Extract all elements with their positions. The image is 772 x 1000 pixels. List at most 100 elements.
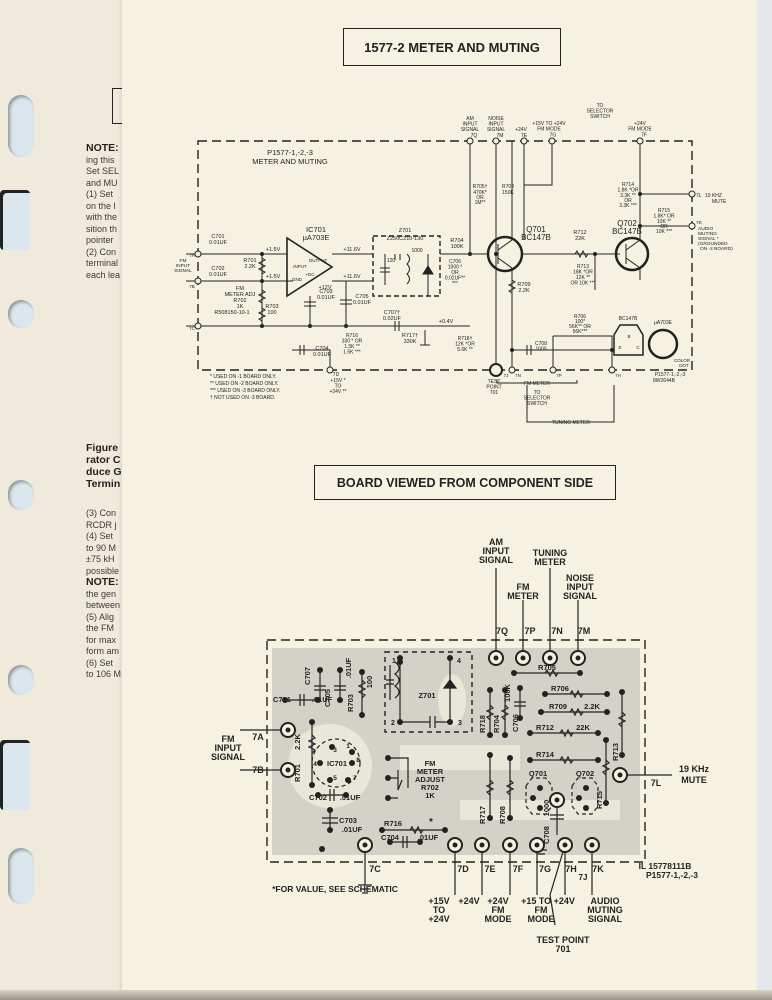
page-bottom-edge — [0, 990, 772, 1000]
ic701-footprint — [311, 738, 361, 788]
board-pin-id: 7G — [539, 864, 551, 874]
part-r717: R717 — [478, 806, 487, 824]
schematic-legend: * USED ON -1 BOARD ONLY. ** USED ON -2 B… — [210, 374, 280, 401]
tuning-meter-label: TUNING METER — [552, 420, 590, 426]
terminal-7A — [194, 250, 202, 258]
terminal-7D — [326, 366, 334, 374]
part-r704: R704 — [492, 714, 501, 733]
ic-pin-label: +DC — [305, 272, 315, 277]
z701-box — [372, 235, 441, 297]
part-r709-value: 2.2K — [584, 702, 600, 711]
ic-pin: 3 — [333, 747, 337, 754]
figure-caption: Figure rator C duce G Termin — [86, 442, 122, 490]
q701-footprint — [525, 777, 553, 815]
part-c704: C704 — [381, 833, 400, 842]
ic-pin: 4 — [313, 761, 317, 768]
ic-pin: 7 — [353, 775, 357, 782]
part-c708: C708 — [542, 826, 551, 844]
part-c702-value: .01UF — [340, 793, 361, 802]
part-c707: C707 — [303, 667, 312, 685]
part-r709: R709 — [549, 702, 567, 711]
part-r704-value: 100K — [503, 683, 512, 702]
part-c705-value: .01UF — [344, 657, 353, 678]
terminal-7K — [688, 222, 696, 230]
part-r713: R713 — [611, 743, 620, 761]
ua703e-pinout — [647, 328, 679, 360]
board-pin-id: 7N — [551, 626, 563, 636]
terminal-7C — [194, 322, 202, 330]
board-pin-id: 7C — [369, 864, 381, 874]
part-r701-value: 2.2K — [293, 733, 302, 749]
pin-letter: B — [627, 334, 630, 339]
binder-hole — [8, 95, 34, 157]
ic-pin-label: OUTPUT — [309, 258, 328, 263]
underlying-box-fragment — [112, 88, 125, 124]
svg-text:* USED ON -1 BOARD ONLY.: * USED ON -1 BOARD ONLY. — [210, 374, 277, 380]
board-pin-id: 7A — [252, 732, 264, 742]
part-c706: C706 — [511, 714, 520, 732]
board-heading: BOARD VIEWED FROM COMPONENT SIDE — [314, 465, 616, 500]
board-pin-id: 7K — [592, 864, 604, 874]
fm-meter-label: FM METER — [524, 381, 550, 387]
board-pin-id: 7J — [579, 873, 588, 882]
voltage-label: +11.6V — [343, 247, 361, 253]
asterisk: * — [429, 817, 433, 828]
ic-pin: 1 — [346, 743, 350, 750]
binder-hole — [0, 190, 30, 250]
part-c701-value: .01UF — [312, 695, 333, 704]
board-view-outline — [266, 639, 646, 863]
c707-label: C707†0.02UF — [383, 310, 402, 322]
voltage-label: +1.5V — [266, 247, 281, 253]
q702-symbol — [614, 236, 650, 272]
terminal-7G — [548, 137, 556, 145]
part-c708-value: 1000 — [542, 800, 551, 817]
part-r703: R703 — [346, 694, 355, 712]
terminal-7P — [549, 366, 557, 374]
part-c703: C703 — [339, 816, 357, 825]
voltage-label: +11.6V — [343, 274, 361, 280]
board-pin-id: 7Q — [496, 626, 508, 636]
board-label-7E: +24V — [458, 896, 479, 906]
board-pin-id: 7H — [565, 864, 577, 874]
part-r705: R705 — [538, 663, 556, 672]
terminal-id: 7B — [189, 284, 195, 289]
part-r712: R712 — [536, 723, 554, 732]
part-z701: Z701 — [418, 691, 435, 700]
board-pin-id: 7B — [252, 765, 264, 775]
terminal-7H — [608, 366, 616, 374]
part-r715: R715 — [595, 791, 604, 809]
r717-label: R717†330K — [402, 333, 418, 345]
terminal-7F — [636, 137, 644, 145]
r702-part-number: R508150-10-1 — [214, 310, 249, 316]
bc147b-pinout — [613, 324, 644, 356]
pin-letter: E — [618, 345, 621, 350]
part-c705: C705 — [323, 689, 332, 707]
part-c704-value: .01UF — [418, 833, 439, 842]
terminal-7B — [194, 277, 202, 285]
terminal-7J — [489, 363, 503, 377]
